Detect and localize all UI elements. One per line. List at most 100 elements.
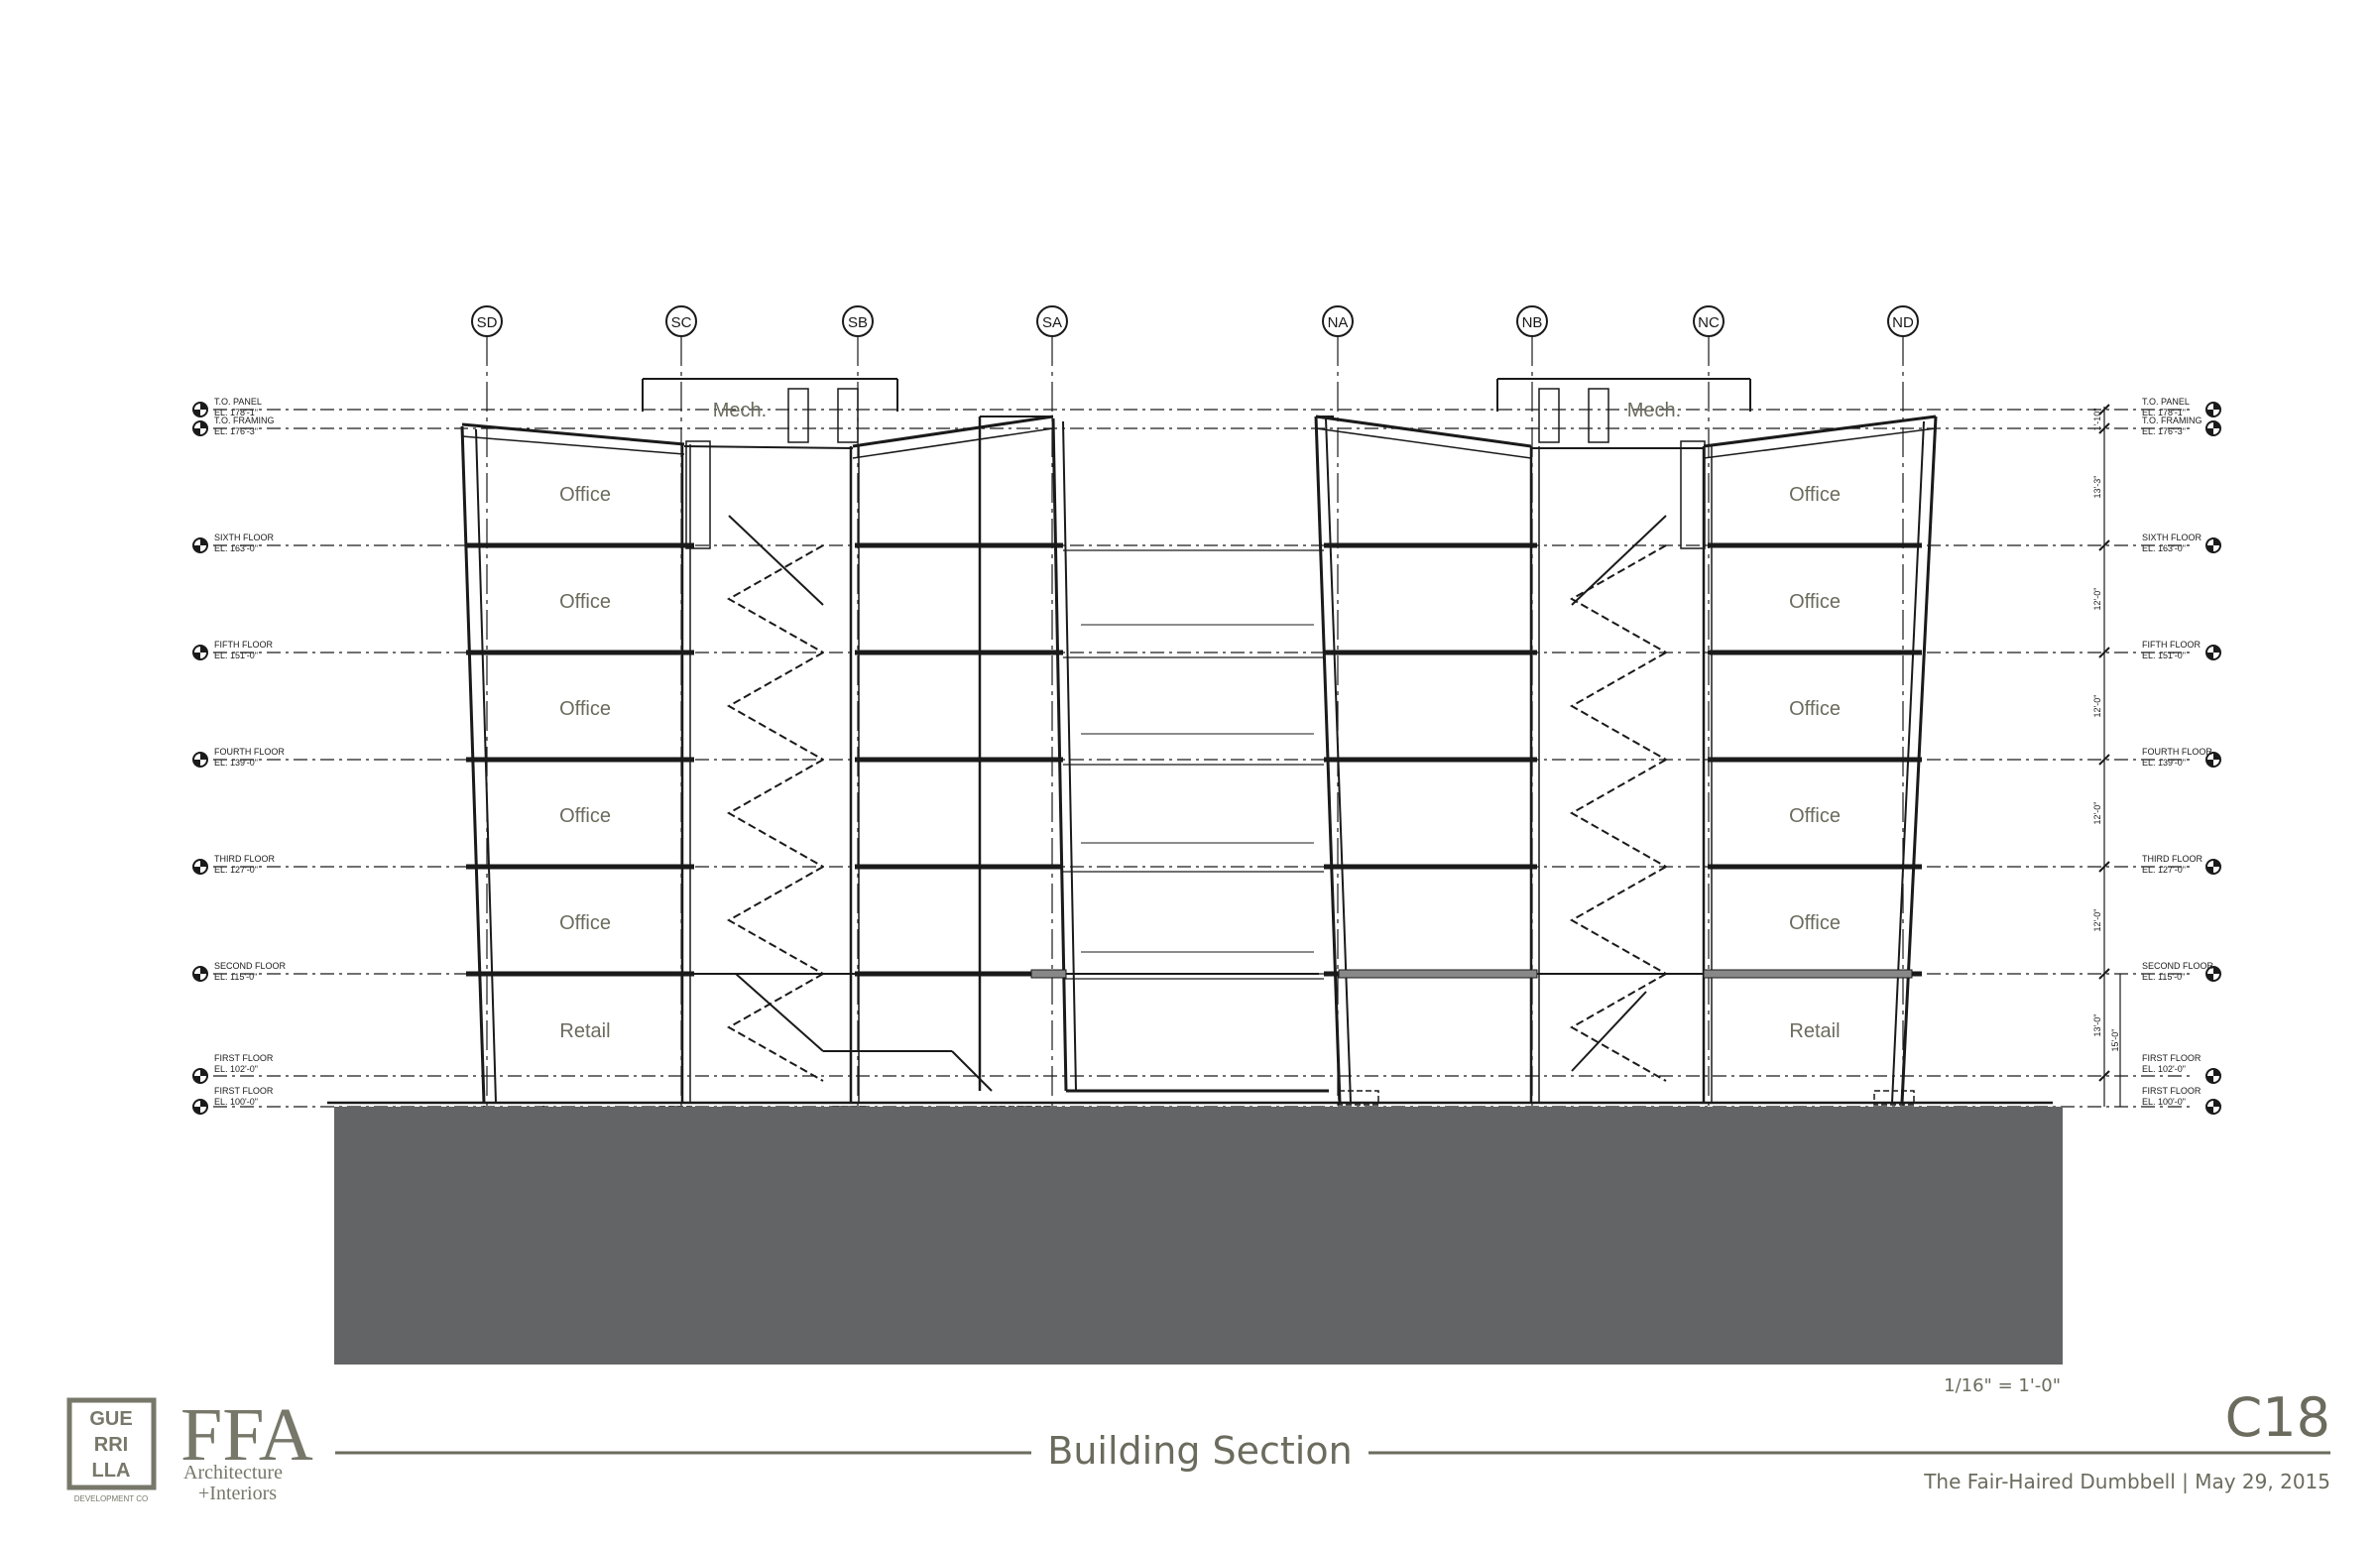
level-marker-fill [2206, 967, 2220, 981]
level-elevation: EL. 127'-0" [214, 865, 258, 875]
left-room-1: Office [559, 591, 611, 613]
grid-label-ND: ND [1892, 314, 1914, 331]
level-elevation: EL. 163'-0" [2142, 543, 2186, 553]
roof-hatch-ladder [1680, 440, 1706, 549]
guerrilla-row-1: GUE [89, 1408, 132, 1430]
level-elevation: EL. 100'-0" [2142, 1097, 2186, 1107]
level-elevation: EL. 115'-0" [214, 972, 257, 982]
right-ground-stair [1571, 991, 1647, 1072]
right-stair [1569, 544, 1667, 1082]
grid-label-SA: SA [1042, 314, 1062, 331]
dimension-value: 13'-3" [2092, 476, 2102, 499]
footing [1338, 1090, 1379, 1106]
na-tower-roof [1315, 415, 1532, 448]
level-elevation: EL. 178'-1" [214, 408, 258, 417]
grid-label-NC: NC [1698, 314, 1720, 331]
level-elevation: EL. 139'-0" [2142, 758, 2186, 768]
section-linework [192, 305, 2221, 1137]
ffa-line-1: Architecture [183, 1462, 283, 1484]
level-name: FIFTH FLOOR [214, 640, 273, 650]
right-stair-run [1571, 515, 1667, 606]
grid-label-NB: NB [1522, 314, 1543, 331]
sheet-number: C18 [2225, 1386, 2330, 1449]
level-name: T.O. PANEL [214, 397, 262, 407]
footing [1873, 1090, 1915, 1106]
left-wing-outer-wall-inner [475, 428, 497, 1104]
dimension-tick [2098, 404, 2110, 416]
level-name: FOURTH FLOOR [214, 747, 285, 757]
level-name: FOURTH FLOOR [2142, 747, 2212, 757]
right-wing-roof [1703, 415, 1937, 448]
ffa-line-2: +Interiors [198, 1483, 277, 1504]
level-marker-fill [193, 1100, 207, 1114]
guerrilla-logo: GUE RRI LLA DEVELOPMENT CO [66, 1397, 157, 1503]
level-marker-fill [193, 1069, 207, 1083]
level-name: SIXTH FLOOR [214, 533, 275, 542]
level-marker-fill [193, 967, 207, 981]
dimension-tick [2098, 422, 2110, 434]
right-room-2: Office [1789, 698, 1841, 720]
level-name: FIRST FLOOR [2142, 1053, 2202, 1063]
sa-tower-roof-inner [852, 427, 1054, 459]
level-name: T.O. FRAMING [2142, 416, 2202, 425]
left-ground-stair [735, 973, 824, 1052]
level-elevation: EL. 139'-0" [214, 758, 258, 768]
level-name: T.O. FRAMING [214, 416, 275, 425]
guerrilla-row-3: LLA [92, 1460, 131, 1482]
left-room-5: Retail [559, 1020, 610, 1042]
level-marker-fill [193, 403, 207, 416]
slab-hatch [1703, 969, 1913, 979]
right-mech-label: Mech. [1627, 400, 1681, 421]
level-marker-fill [2206, 1069, 2220, 1083]
right-room-3: Office [1789, 805, 1841, 827]
level-marker-fill [193, 421, 207, 435]
dimension-tick [2098, 861, 2110, 873]
guerrilla-row-2: RRI [94, 1434, 128, 1456]
left-mech-label: Mech. [713, 400, 767, 421]
left-ground-stair-2 [951, 1050, 993, 1092]
ffa-logo: FFA Architecture +Interiors [180, 1393, 313, 1504]
left-wing-roof [461, 422, 685, 446]
level-elevation: EL. 151'-0" [214, 651, 258, 660]
level-name: SIXTH FLOOR [2142, 533, 2202, 542]
level-elevation: EL. 163'-0" [214, 543, 258, 553]
dimension-value: 1'-10" [2092, 409, 2102, 431]
level-marker-fill [2206, 538, 2220, 552]
level-marker-fill [2206, 646, 2220, 659]
dimension-tick [2098, 1070, 2110, 1082]
level-name: T.O. PANEL [2142, 397, 2190, 407]
guerrilla-tagline: DEVELOPMENT CO [74, 1494, 149, 1503]
sheet-title: Building Section [1047, 1429, 1352, 1473]
grid-label-SB: SB [848, 314, 868, 331]
left-room-2: Office [559, 698, 611, 720]
level-marker-fill [193, 538, 207, 552]
ffa-mark: FFA [180, 1393, 313, 1477]
right-wing-roof-inner [1703, 427, 1937, 459]
dimension-value: 12'-0" [2092, 802, 2102, 825]
level-marker-fill [193, 860, 207, 874]
ground-fill [334, 1107, 2063, 1365]
slab-hatch [1030, 969, 1067, 979]
sa-tower-roof [852, 415, 1054, 448]
right-room-5: Retail [1789, 1020, 1840, 1042]
left-stair-run [728, 515, 824, 606]
level-elevation: EL. 178'-1" [2142, 408, 2186, 417]
level-elevation: EL. 151'-0" [2142, 651, 2186, 660]
slab-hatch [1338, 969, 1538, 979]
right-room-1: Office [1789, 591, 1841, 613]
level-marker-fill [2206, 753, 2220, 767]
dimension-tick [2098, 968, 2110, 980]
scale-note: 1/16" = 1'-0" [1944, 1375, 2061, 1396]
grid-label-SD: SD [477, 314, 498, 331]
dimension-value: 15'-0" [2110, 1029, 2120, 1052]
left-room-0: Office [559, 484, 611, 506]
level-name: THIRD FLOOR [214, 854, 276, 864]
mech-unit [1538, 388, 1560, 443]
mech-unit [837, 388, 859, 443]
left-room-4: Office [559, 912, 611, 934]
level-elevation: EL. 176'-3" [2142, 426, 2186, 436]
dimension-value: 12'-0" [2092, 588, 2102, 611]
dimension-tick [2098, 754, 2110, 766]
grid-label-SC: SC [671, 314, 692, 331]
